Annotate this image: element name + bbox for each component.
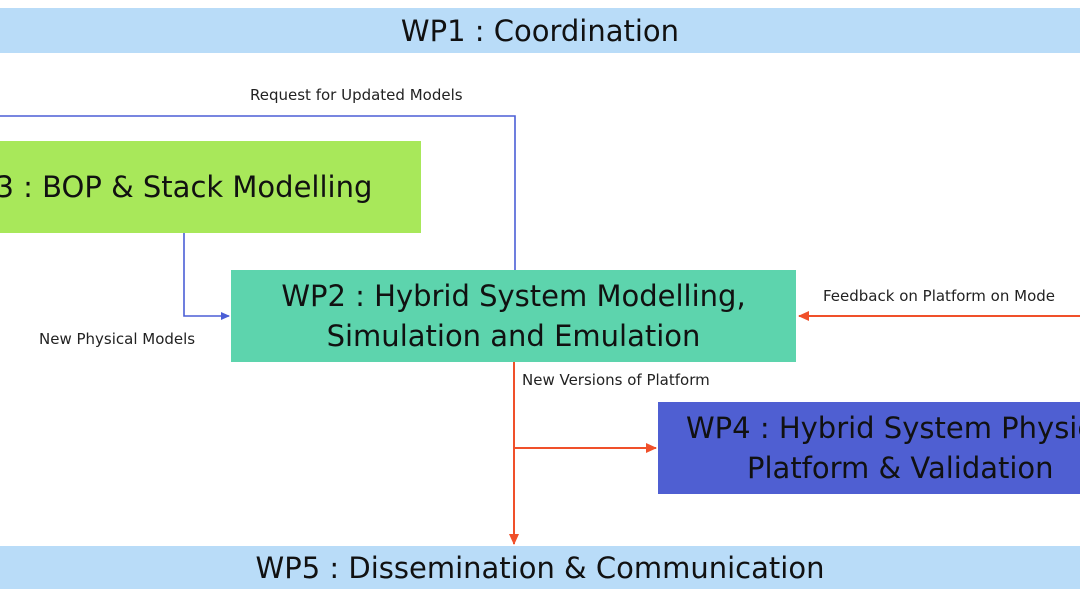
new-versions-platform-label: New Versions of Platform [522,371,710,389]
wp1-coordination-band: WP1 : Coordination [0,8,1080,53]
new-physical-models-label: New Physical Models [39,330,196,348]
feedback-platform-label: Feedback on Platform on Mode [823,287,1056,305]
new-physical-models-arrow [183,233,230,320]
wp3-label: P3 : BOP & Stack Modelling [0,170,373,204]
wp4-label-line2: Platform & Validation [747,451,1054,485]
wp2-box: WP2 : Hybrid System Modelling, Simulatio… [231,270,796,362]
wp2-label-line2: Simulation and Emulation [326,319,701,353]
wp2-label-line1: WP2 : Hybrid System Modelling, [281,279,746,313]
wp1-label: WP1 : Coordination [400,13,680,48]
wp3-box: P3 : BOP & Stack Modelling [0,141,421,233]
wp5-dissemination-band: WP5 : Dissemination & Communication [0,546,1080,589]
wp4-label-line1: WP4 : Hybrid System Physic [686,411,1080,445]
wp4-box: WP4 : Hybrid System Physic Platform & Va… [658,402,1080,494]
request-updated-models-label: Request for Updated Models [250,86,463,104]
wp5-label: WP5 : Dissemination & Communication [255,550,825,585]
